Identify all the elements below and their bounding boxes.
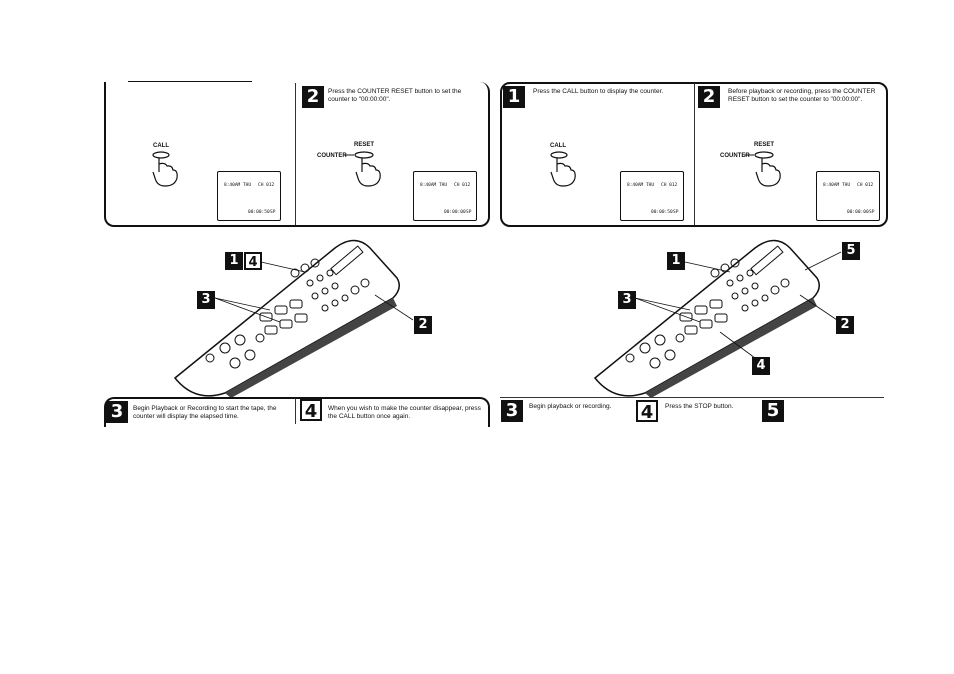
left-callout-leaders	[214, 261, 414, 323]
lcd-time: 8:40AM THU	[823, 183, 851, 188]
right-callout-2: 2	[836, 316, 854, 334]
right-step3-text: Begin playback or recording.	[529, 403, 612, 410]
right-counter-label: COUNTER	[720, 153, 750, 159]
lcd-counter: 00:00:50	[651, 210, 673, 215]
right-callout-5: 5	[842, 242, 860, 260]
lcd-time: 8:40AM THU	[420, 183, 448, 188]
lcd-channel: CH 012	[258, 183, 275, 188]
left-header-rule	[128, 81, 252, 82]
lcd-mode: SP	[270, 210, 276, 215]
left-counter-label: COUNTER	[317, 153, 347, 159]
lcd-time: 8:40AM THU	[224, 183, 252, 188]
lcd-channel: CH 012	[857, 183, 874, 188]
left-step2-text: Press the COUNTER RESET button to set th…	[328, 88, 462, 103]
left-callout-2: 2	[414, 316, 432, 334]
right-bottom-rule	[500, 397, 884, 398]
right-lcd-display-2: 8:40AM THU CH 012 00:00:00 SP	[816, 171, 880, 221]
left-call-label: CALL	[153, 143, 169, 149]
right-step2-number: 2	[698, 86, 720, 108]
left-bottom-divider	[295, 398, 296, 424]
right-top-divider	[694, 83, 695, 225]
left-callout-3: 3	[197, 291, 215, 309]
right-reset-label: RESET	[754, 142, 775, 148]
lcd-mode: SP	[673, 210, 679, 215]
right-lcd-display-1: 8:40AM THU CH 012 00:00:50 SP	[620, 171, 684, 221]
right-callout-3: 3	[618, 291, 636, 309]
left-step2-number: 2	[302, 86, 324, 108]
right-step4-text: Press the STOP button.	[665, 403, 734, 410]
right-step3-number: 3	[501, 400, 523, 422]
right-callout-1: 1	[667, 252, 685, 270]
right-reset-hand-icon	[744, 151, 781, 187]
lcd-counter: 00:00:00	[444, 210, 466, 215]
lcd-mode: SP	[869, 210, 875, 215]
left-lcd-display-1: 8:40AM THU CH 012 00:00:50 SP	[217, 171, 281, 221]
left-bottom-panel	[104, 397, 490, 427]
left-step4-text: When you wish to make the counter disapp…	[328, 405, 481, 420]
right-callout-4: 4	[752, 357, 770, 375]
right-step2-text: Before playback or recording, press the …	[728, 88, 876, 103]
right-remote-control-illustration	[593, 239, 820, 398]
left-reset-hand-icon	[344, 151, 381, 187]
right-step4-number: 4	[636, 400, 658, 423]
left-step4-number: 4	[300, 399, 322, 422]
left-call-hand-icon	[152, 151, 178, 187]
lcd-channel: CH 012	[454, 183, 471, 188]
left-callout-1: 1	[225, 252, 243, 270]
left-lcd-display-2: 8:40AM THU CH 012 00:00:00 SP	[413, 171, 477, 221]
left-reset-label: RESET	[354, 142, 375, 148]
lcd-counter: 00:00:00	[847, 210, 869, 215]
right-callout-leaders	[634, 251, 842, 359]
right-call-label: CALL	[550, 143, 566, 149]
right-step1-number: 1	[503, 86, 525, 108]
lcd-mode: SP	[466, 210, 472, 215]
lcd-counter: 00:00:50	[248, 210, 270, 215]
left-step3-number: 3	[106, 401, 128, 423]
right-step5-number: 5	[762, 400, 784, 422]
right-step1-text: Press the CALL button to display the cou…	[533, 88, 664, 95]
lcd-time: 8:40AM THU	[627, 183, 655, 188]
left-top-divider	[295, 83, 296, 225]
lcd-channel: CH 012	[661, 183, 678, 188]
left-step3-text: Begin Playback or Recording to start the…	[133, 405, 277, 420]
left-callout-4: 4	[244, 252, 262, 270]
right-call-hand-icon	[550, 151, 576, 187]
left-remote-control-illustration	[173, 239, 400, 398]
